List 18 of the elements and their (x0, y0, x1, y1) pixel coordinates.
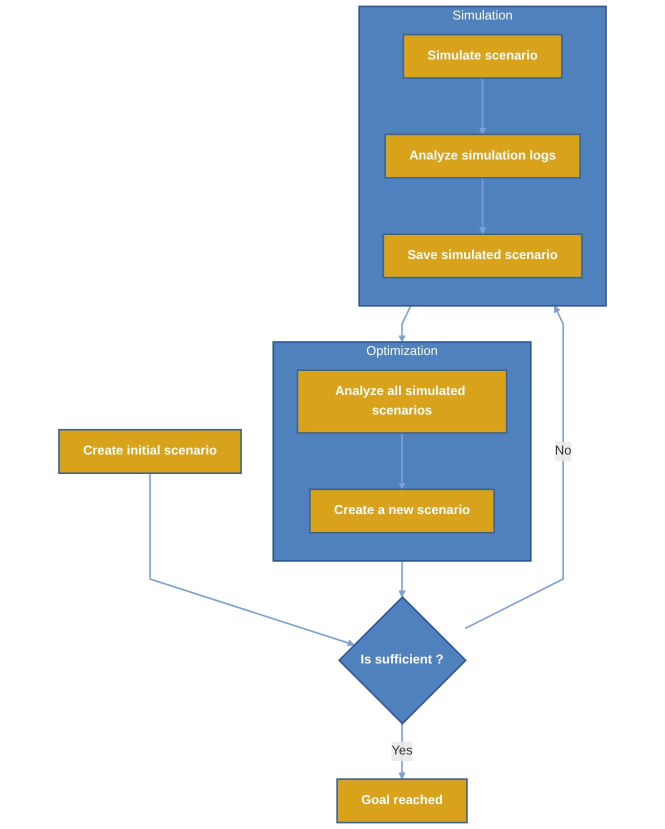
arrow (464, 305, 564, 630)
arrow (479, 78, 486, 135)
arrow (479, 178, 486, 234)
node-diamond: Is sufficient ? (338, 596, 467, 725)
node-box: Analyze all simulated scenarios (296, 369, 508, 434)
node-box: Analyze simulation logs (384, 134, 581, 179)
node-box: Create a new scenario (309, 488, 495, 534)
arrow (398, 432, 406, 490)
node-box: Simulate scenario (402, 34, 563, 79)
edge-label: No (554, 444, 572, 458)
arrow (149, 473, 355, 646)
node-box: Create initial scenario (58, 428, 242, 474)
node-box: Save simulated scenario (382, 233, 583, 278)
node-box: Goal reached (336, 778, 468, 824)
arrow (398, 305, 412, 342)
arrow (398, 724, 406, 780)
edge-label: Yes (392, 744, 413, 758)
arrow (398, 560, 406, 598)
